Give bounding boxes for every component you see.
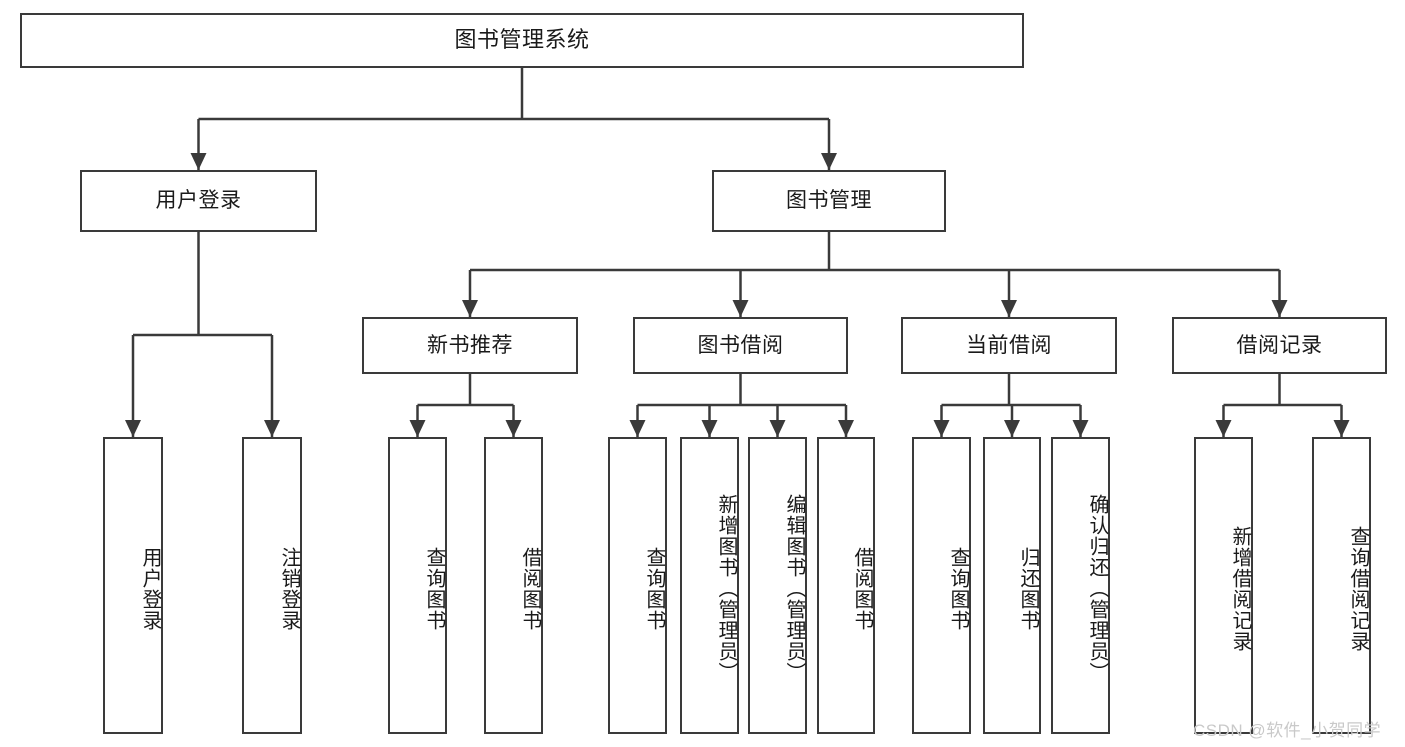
node-label: 用户登录 (155, 189, 242, 213)
arrowhead-icon-leaf-query-book-3 (933, 420, 950, 437)
node-label: 新增图书（管理员） (715, 494, 737, 683)
node-borrow-record[interactable]: 借阅记录 (1172, 317, 1387, 374)
arrowhead-icon-leaf-borrow-book-1 (505, 420, 522, 437)
node-label: 新增借阅记录 (1229, 525, 1251, 652)
arrowhead-icon-leaf-query-book-2 (629, 420, 646, 437)
node-label: 编辑图书（管理员） (783, 494, 805, 683)
arrowhead-icon-leaf-return-book (1004, 420, 1020, 437)
node-leaf-query-record[interactable]: 查询借阅记录 (1312, 437, 1371, 734)
node-label: 注销登录 (278, 546, 300, 631)
node-leaf-add-record[interactable]: 新增借阅记录 (1194, 437, 1253, 734)
node-label: 借阅图书 (519, 546, 541, 631)
arrowhead-icon-current-borrow (1001, 300, 1017, 317)
arrowhead-icon-leaf-query-book-1 (409, 420, 426, 437)
node-label: 图书借阅 (697, 333, 784, 357)
arrowhead-icon-leaf-confirm-return (1072, 420, 1089, 437)
arrowhead-icon-leaf-query-record (1333, 420, 1350, 437)
node-leaf-borrow-book-1[interactable]: 借阅图书 (484, 437, 543, 734)
arrowhead-icon-borrow-record (1271, 300, 1288, 317)
node-label: 用户登录 (139, 546, 161, 631)
arrowhead-icon-leaf-add-book (701, 420, 718, 437)
node-book-borrow[interactable]: 图书借阅 (633, 317, 848, 374)
node-label: 查询图书 (423, 546, 445, 631)
node-label: 查询图书 (643, 546, 665, 631)
node-root[interactable]: 图书管理系统 (20, 13, 1024, 68)
arrowhead-icon-leaf-edit-book (769, 420, 786, 437)
node-label: 当前借阅 (966, 333, 1052, 357)
node-leaf-query-book-2[interactable]: 查询图书 (608, 437, 667, 734)
arrowhead-icon-leaf-add-record (1215, 420, 1232, 437)
node-label: 借阅记录 (1236, 333, 1323, 357)
node-label: 图书管理 (786, 189, 872, 213)
node-new-book-rec[interactable]: 新书推荐 (362, 317, 578, 374)
arrowhead-icon-book-manage (821, 153, 837, 170)
node-label: 查询图书 (947, 546, 969, 631)
node-leaf-return-book[interactable]: 归还图书 (983, 437, 1041, 734)
arrowhead-icon-leaf-user-login (125, 420, 141, 437)
arrowhead-icon-leaf-borrow-book-2 (838, 420, 854, 437)
node-leaf-borrow-book-2[interactable]: 借阅图书 (817, 437, 875, 734)
arrowhead-icon-leaf-logout (264, 420, 280, 437)
node-leaf-add-book[interactable]: 新增图书（管理员） (680, 437, 739, 734)
arrowhead-icon-user-login (190, 153, 207, 170)
arrowhead-icon-book-borrow (732, 300, 749, 317)
node-leaf-confirm-return[interactable]: 确认归还（管理员） (1051, 437, 1110, 734)
node-label: 查询借阅记录 (1347, 525, 1369, 652)
node-label: 新书推荐 (427, 333, 513, 357)
node-label: 借阅图书 (851, 546, 873, 631)
node-leaf-query-book-1[interactable]: 查询图书 (388, 437, 447, 734)
arrowhead-icon-new-book-rec (462, 300, 478, 317)
node-current-borrow[interactable]: 当前借阅 (901, 317, 1117, 374)
node-label: 确认归还（管理员） (1086, 494, 1108, 683)
node-leaf-edit-book[interactable]: 编辑图书（管理员） (748, 437, 807, 734)
node-user-login[interactable]: 用户登录 (80, 170, 317, 232)
node-book-manage[interactable]: 图书管理 (712, 170, 946, 232)
watermark-label: CSDN @软件_小贺同学 (1193, 721, 1382, 740)
node-label: 图书管理系统 (454, 27, 590, 53)
node-leaf-logout[interactable]: 注销登录 (242, 437, 302, 734)
node-label: 归还图书 (1017, 546, 1039, 631)
node-leaf-query-book-3[interactable]: 查询图书 (912, 437, 971, 734)
node-leaf-user-login[interactable]: 用户登录 (103, 437, 163, 734)
